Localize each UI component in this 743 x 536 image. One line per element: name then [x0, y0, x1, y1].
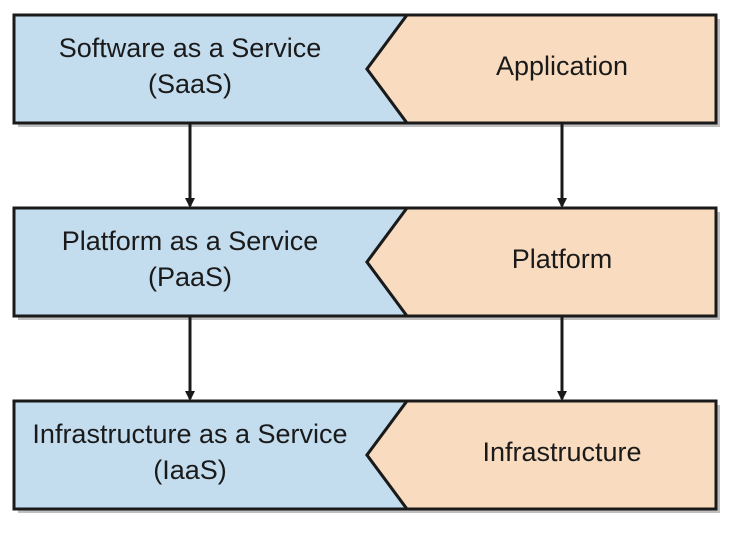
layer-box-infrastructure [365, 399, 718, 511]
layer-label-platform: Platform [512, 244, 613, 274]
service-abbr-paas: (PaaS) [148, 262, 232, 292]
layer-box-application [365, 13, 718, 125]
row-paas: Platform as a Service (PaaS) Platform [12, 206, 720, 320]
row-iaas: Infrastructure as a Service (IaaS) Infra… [12, 399, 720, 513]
layer-label-application: Application [496, 51, 628, 81]
arrows [185, 124, 567, 401]
layer-label-infrastructure: Infrastructure [482, 437, 641, 467]
service-abbr-saas: (SaaS) [148, 69, 232, 99]
service-abbr-iaas: (IaaS) [153, 455, 227, 485]
service-label-saas: Software as a Service [59, 33, 322, 63]
layer-box-platform [365, 206, 718, 318]
row-saas: Software as a Service (SaaS) Application [12, 13, 720, 127]
service-label-iaas: Infrastructure as a Service [32, 419, 347, 449]
service-label-paas: Platform as a Service [62, 226, 319, 256]
